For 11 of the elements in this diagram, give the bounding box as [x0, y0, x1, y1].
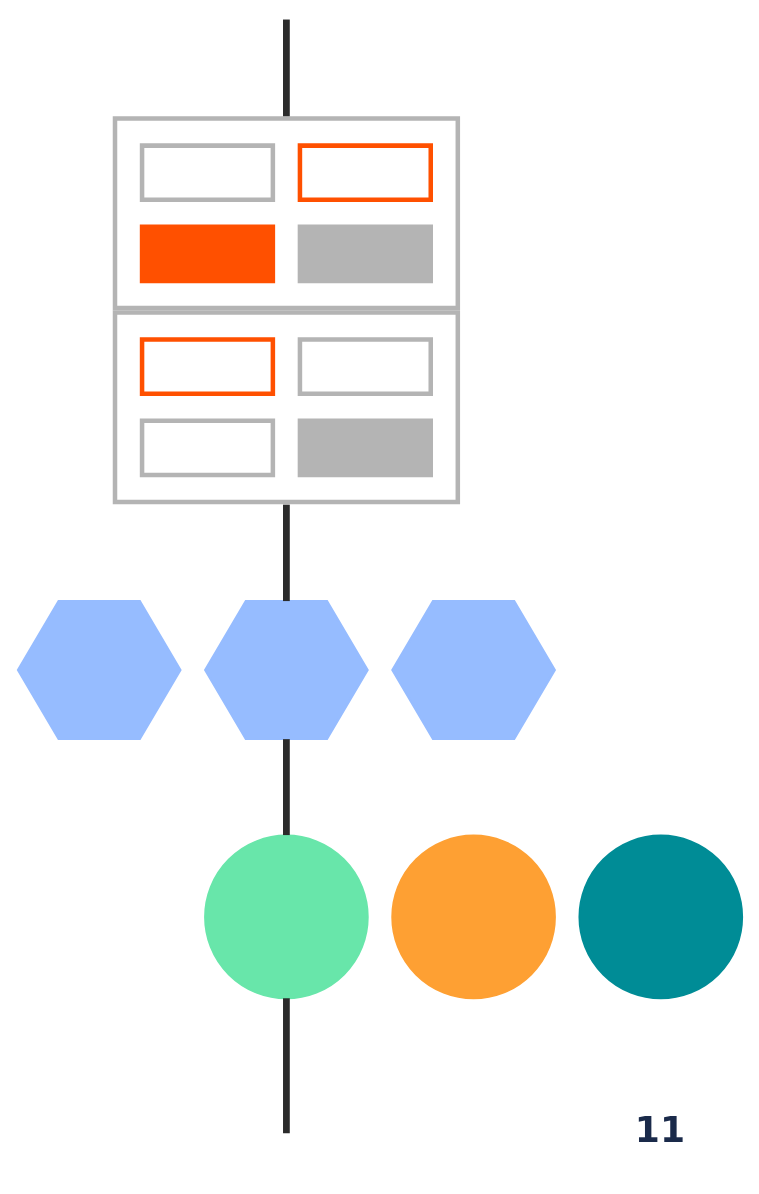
node-hexagon — [390, 600, 556, 740]
label: 11 — [634, 1109, 685, 1152]
connector — [282, 19, 290, 117]
connector — [282, 504, 290, 602]
node-hexagon — [16, 600, 182, 740]
connector — [282, 739, 290, 836]
node-circle — [577, 834, 743, 1000]
node-hexagon — [203, 600, 369, 740]
connector — [282, 998, 290, 1134]
node-circle — [390, 834, 556, 1000]
node-circle — [203, 834, 369, 1000]
